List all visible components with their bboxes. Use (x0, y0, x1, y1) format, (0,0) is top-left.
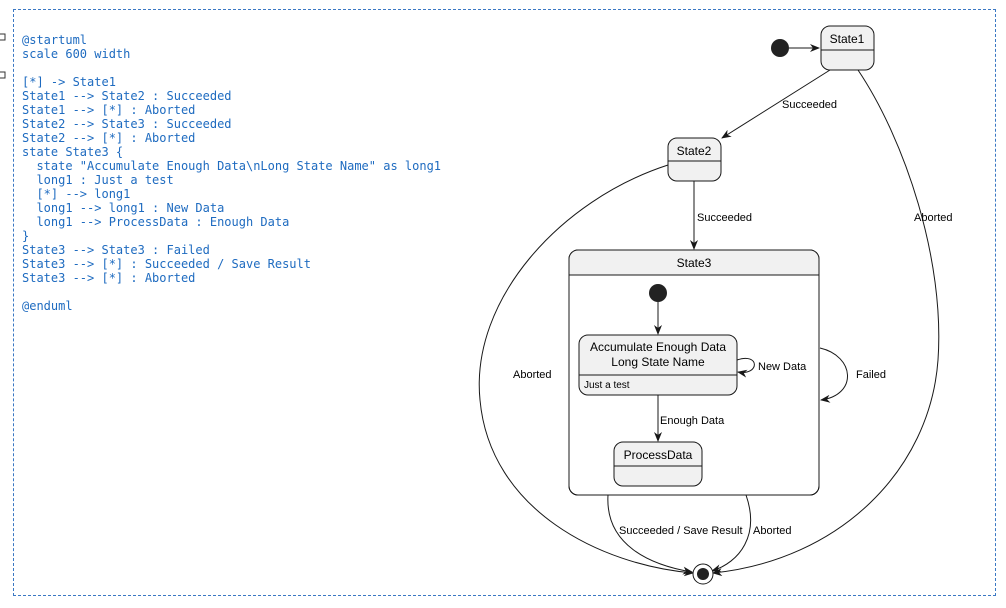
state-state2: State2 (667, 137, 722, 182)
long1-self-loop-arrow (736, 357, 755, 378)
state-state1: State1 (820, 25, 875, 71)
code-line: State2 --> [*] : Aborted (22, 131, 196, 145)
state1-to-end-arrow (712, 69, 940, 577)
state3-failed-loop-arrow (819, 347, 848, 403)
code-line: State3 --> State3 : Failed (22, 243, 210, 257)
left-edge-marks (0, 33, 6, 79)
state2-to-state3-label: Succeeded (697, 212, 752, 224)
code-line: State3 --> [*] : Aborted (22, 271, 196, 285)
long1-label-line1: Accumulate Enough Data (590, 340, 726, 354)
state2-label: State2 (677, 144, 712, 158)
state1-to-state2-arrow (721, 69, 831, 139)
state1-label: State1 (830, 32, 865, 46)
state-long1: Accumulate Enough Data Long State Name J… (578, 334, 738, 396)
code-diagram-panel (13, 9, 996, 596)
code-line: long1 --> long1 : New Data (22, 201, 225, 215)
state2-to-end-arrow (478, 164, 694, 577)
state3-label: State3 (677, 256, 712, 270)
plantuml-source-code: @startuml scale 600 width [*] -> State1 … (22, 33, 441, 313)
state1-to-state2-label: Succeeded (782, 99, 837, 111)
code-line: @startuml (22, 33, 88, 47)
state2-to-end-label: Aborted (513, 369, 552, 381)
code-line: @enduml (22, 299, 73, 313)
code-line: State3 --> [*] : Succeeded / Save Result (22, 257, 311, 271)
code-line: state "Accumulate Enough Data\nLong Stat… (22, 159, 442, 173)
state3-initial-dot (649, 284, 667, 302)
state3-succeeded-to-end-arrow (607, 494, 693, 575)
final-state (692, 563, 714, 585)
code-line: scale 600 width (22, 47, 131, 61)
code-line: [*] --> long1 (22, 187, 131, 201)
state-processdata: ProcessData (613, 441, 703, 487)
code-line: long1 : Just a test (22, 173, 174, 187)
state1-to-end-label: Aborted (914, 212, 953, 224)
long1-to-process-label: Enough Data (660, 415, 725, 427)
initial-state-dot (771, 39, 789, 57)
long1-label-line2: Long State Name (611, 355, 705, 369)
code-line: } (22, 229, 30, 243)
code-line: [*] -> State1 (22, 75, 116, 89)
code-line: State2 --> State3 : Succeeded (22, 117, 232, 131)
code-line: long1 --> ProcessData : Enough Data (22, 215, 290, 229)
processdata-label: ProcessData (624, 448, 693, 462)
code-line: state State3 { (22, 145, 124, 159)
state3-aborted-to-end-arrow (711, 494, 751, 573)
state3-succeeded-label: Succeeded / Save Result (619, 525, 743, 537)
long1-self-loop-label: New Data (758, 361, 807, 373)
state3-aborted-label: Aborted (753, 525, 792, 537)
code-line: State1 --> [*] : Aborted (22, 103, 196, 117)
long1-description: Just a test (584, 380, 630, 391)
state3-failed-label: Failed (856, 369, 886, 381)
code-line: State1 --> State2 : Succeeded (22, 89, 232, 103)
